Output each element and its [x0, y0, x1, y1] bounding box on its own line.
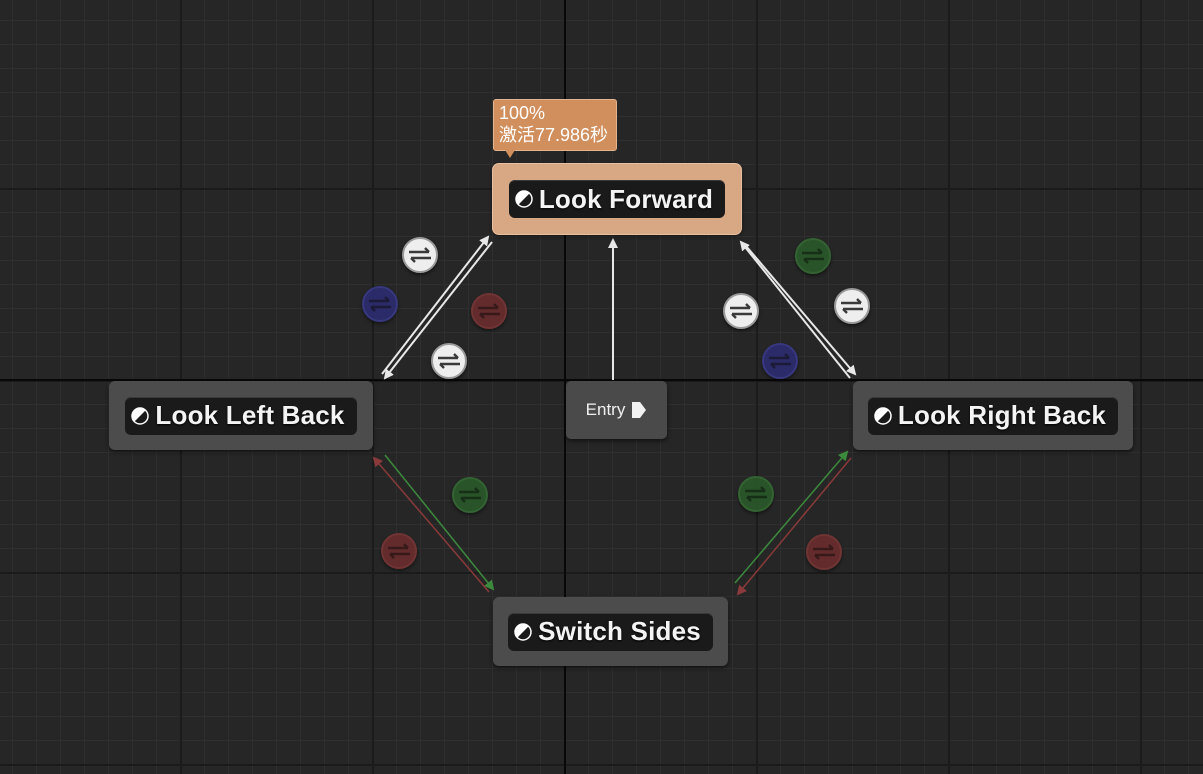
transition-rule-icon[interactable] [402, 237, 438, 273]
transition-rule-icon[interactable] [381, 533, 417, 569]
transition-rule-icon[interactable] [806, 534, 842, 570]
state-node-icon [514, 622, 532, 641]
transition-rule-icon [369, 296, 391, 312]
state-debug-tooltip: 100% 激活77.986秒 [493, 99, 617, 151]
transition-rule-icon[interactable] [471, 293, 507, 329]
wire-switch-sides-to-look-right-back[interactable] [734, 450, 849, 584]
state-look-right-back[interactable]: Look Right Back [853, 381, 1133, 450]
tooltip-weight: 100% [499, 103, 546, 123]
state-label: Look Forward [538, 183, 714, 214]
state-label: Switch Sides [538, 616, 701, 646]
transition-rule-icon [802, 248, 824, 264]
wire-look-left-back-to-switch-sides[interactable] [384, 454, 495, 591]
transition-rule-icon[interactable] [362, 286, 398, 322]
entry-label: Entry [585, 400, 626, 419]
transition-rule-icon [769, 353, 791, 369]
transition-rule-icon[interactable] [834, 288, 870, 324]
transition-rule-icon[interactable] [738, 476, 774, 512]
entry-node[interactable]: Entry [566, 381, 667, 439]
state-title-bar: Look Forward [508, 180, 726, 218]
transition-rule-icon[interactable] [431, 343, 467, 379]
wire-look-forward-to-look-left-back[interactable] [383, 241, 493, 380]
wire-look-right-back-to-look-forward[interactable] [739, 240, 851, 379]
wire-look-forward-to-look-right-back[interactable] [745, 245, 857, 376]
grid-axis-horizontal [0, 379, 1203, 381]
transition-rule-icon[interactable] [452, 477, 488, 513]
state-node-icon [131, 406, 150, 425]
state-node-icon [515, 190, 533, 208]
tooltip-active-time: 激活77.986秒 [499, 125, 609, 145]
transition-rule-icon [745, 486, 767, 502]
wire-switch-sides-to-look-left-back[interactable] [372, 456, 490, 593]
state-title-bar: Look Right Back [867, 396, 1119, 435]
grid-axis-vertical [564, 0, 566, 774]
state-label: Look Right Back [897, 400, 1107, 430]
transition-rule-icon [388, 543, 410, 559]
transition-rule-icon [478, 303, 500, 319]
state-look-left-back[interactable]: Look Left Back [109, 381, 373, 450]
transition-rule-icon [459, 487, 481, 503]
state-title-bar: Switch Sides [508, 612, 713, 651]
state-look-forward[interactable]: Look Forward [493, 164, 741, 234]
transition-rule-icon [730, 303, 752, 319]
transition-rule-icon[interactable] [795, 238, 831, 274]
transition-rule-icon [813, 544, 835, 560]
transition-rule-icon[interactable] [762, 343, 798, 379]
transition-rule-icon [841, 298, 863, 314]
transition-rule-icon[interactable] [723, 293, 759, 329]
transition-rule-icon [409, 247, 431, 263]
wire-look-left-back-to-look-forward[interactable] [381, 235, 490, 375]
state-label: Look Left Back [155, 400, 345, 430]
state-title-bar: Look Left Back [125, 396, 357, 435]
transition-rule-icon [438, 353, 460, 369]
tooltip-pointer [505, 150, 515, 158]
state-node-icon [874, 406, 892, 425]
entry-arrow-icon[interactable] [631, 401, 647, 419]
wire-look-right-back-to-switch-sides[interactable] [736, 457, 852, 596]
state-switch-sides[interactable]: Switch Sides [493, 597, 728, 666]
